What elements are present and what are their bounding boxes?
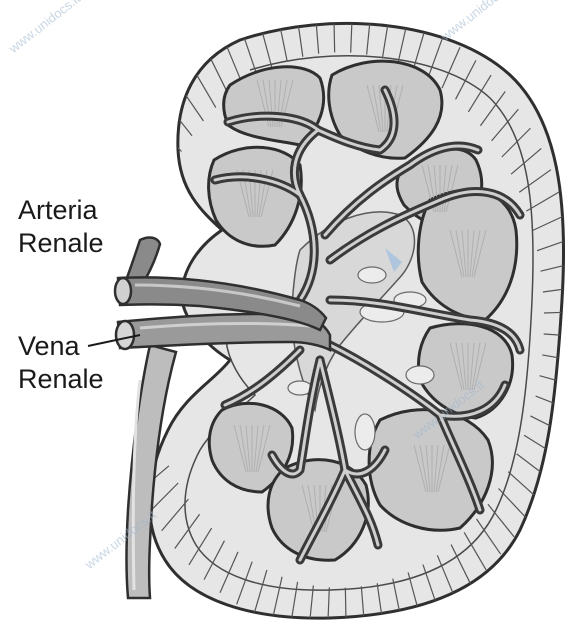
- fat-lobule: [406, 366, 434, 384]
- cortex-striation: [142, 142, 172, 169]
- artery-opening: [115, 278, 131, 304]
- fat-lobule: [355, 414, 375, 450]
- cortex-striation: [132, 163, 163, 187]
- label-arteria-renale: Arteria Renale: [18, 194, 104, 260]
- label-vena-renale: Vena Renale: [18, 330, 104, 396]
- label-line: Renale: [18, 227, 104, 260]
- fat-lobule: [358, 267, 386, 283]
- label-line: Arteria: [18, 194, 104, 227]
- label-line: Renale: [18, 363, 104, 396]
- label-line: Vena: [18, 330, 104, 363]
- vein-opening: [116, 321, 134, 349]
